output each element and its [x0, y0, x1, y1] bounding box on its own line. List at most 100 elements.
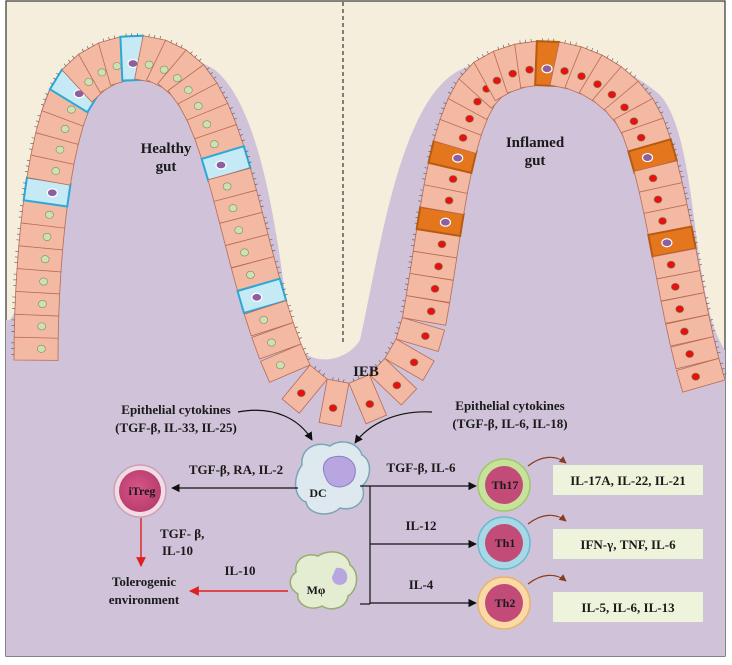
- cell-nucleus: [39, 277, 48, 286]
- healthy-cytokine-arrow: [237, 409, 313, 441]
- microvilli: [229, 107, 238, 120]
- cell-nucleus: [671, 282, 680, 291]
- microvilli: [219, 86, 228, 99]
- microvilli: [238, 128, 245, 142]
- microvilli: [418, 189, 424, 202]
- cell-nucleus: [421, 332, 430, 340]
- microvilli: [24, 159, 30, 173]
- outcome-line2: environment: [109, 592, 180, 607]
- microvilli: [714, 341, 721, 354]
- microvilli: [672, 143, 679, 156]
- microvilli: [16, 228, 21, 241]
- itreg-to-tol-label-1: TGF- β,: [160, 526, 204, 541]
- cell-nucleus: [234, 226, 244, 235]
- macrophage-label: Mφ: [307, 583, 326, 597]
- itreg-to-tol-label-2: IL-10: [162, 543, 193, 558]
- cell-nucleus: [653, 195, 663, 204]
- cell-nucleus: [251, 292, 263, 302]
- itreg-cell: iTreg: [113, 464, 167, 518]
- healthy-label-line1: Healthy: [141, 141, 192, 157]
- cell-nucleus: [577, 72, 586, 81]
- th2-cell: Th2: [477, 576, 531, 630]
- microvilli: [439, 102, 447, 115]
- cell-nucleus: [409, 358, 419, 367]
- microvilli: [18, 205, 24, 218]
- microvilli: [102, 35, 116, 42]
- microvilli: [625, 67, 637, 78]
- cell-nucleus: [246, 270, 255, 279]
- microvilli: [414, 211, 420, 224]
- cell-nucleus: [267, 338, 276, 347]
- epithelial-cell: [15, 268, 62, 295]
- microvilli: [586, 45, 599, 54]
- microvilli: [394, 321, 401, 334]
- microvilli: [404, 278, 410, 291]
- epithelial-cell: [348, 374, 388, 425]
- cell-nucleus: [40, 255, 50, 264]
- microvilli: [426, 145, 433, 158]
- microvilli: [460, 64, 471, 75]
- microvilli: [542, 38, 555, 42]
- cell-nucleus: [67, 105, 76, 114]
- cell-nucleus: [666, 260, 676, 269]
- epithelial-cell: [251, 321, 302, 360]
- epithelial-cell: [14, 290, 61, 317]
- to-th1-label: IL-12: [405, 518, 436, 533]
- microvilli: [281, 283, 288, 296]
- microvilli: [303, 347, 311, 361]
- cell-nucleus: [444, 196, 454, 205]
- th17-label: Th17: [492, 478, 519, 492]
- cell-nucleus: [228, 204, 238, 213]
- microvilli: [606, 55, 619, 64]
- cell-nucleus: [691, 372, 700, 381]
- inflamed-cytokines-title: Epithelial cytokines: [455, 398, 564, 413]
- microvilli: [11, 342, 15, 355]
- microvilli: [81, 43, 94, 52]
- microvilli: [683, 187, 689, 200]
- cell-nucleus: [38, 300, 47, 308]
- cell-nucleus: [458, 133, 468, 142]
- epithelial-cell: [676, 357, 726, 393]
- inflamed-cytokines-list: (TGF-β, IL-6, IL-18): [452, 416, 567, 431]
- th17-output-arrow: [527, 456, 567, 467]
- microvilli: [295, 326, 302, 339]
- microvilli: [678, 165, 684, 178]
- microvilli: [34, 115, 41, 128]
- cell-nucleus: [84, 78, 94, 86]
- cell-nucleus: [593, 80, 602, 89]
- microvilli: [665, 122, 672, 135]
- cell-nucleus: [37, 344, 46, 353]
- cell-nucleus: [296, 389, 306, 398]
- cell-nucleus: [259, 315, 268, 324]
- cell-nucleus: [392, 381, 402, 390]
- cell-nucleus: [172, 74, 182, 83]
- inflamed-label-line2: gut: [525, 153, 546, 169]
- cell-nucleus: [473, 97, 482, 106]
- microvilli: [63, 55, 75, 67]
- microvilli: [251, 172, 258, 185]
- microvilli: [407, 255, 413, 269]
- epithelial-cell: [260, 343, 311, 383]
- microvilli: [641, 83, 652, 95]
- microvilli: [13, 273, 17, 286]
- cell-nucleus: [328, 404, 338, 412]
- microvilli: [275, 261, 282, 274]
- microvilli: [564, 40, 577, 46]
- th1-cell: Th1: [477, 516, 531, 570]
- microvilli: [411, 233, 416, 246]
- microvilli: [21, 182, 27, 195]
- microvilli: [688, 209, 694, 222]
- th2-output-arrow: [527, 574, 567, 585]
- microvilli: [148, 33, 161, 40]
- cell-nucleus: [636, 133, 646, 142]
- cell-nucleus: [127, 58, 139, 69]
- cell-nucleus: [437, 240, 447, 249]
- microvilli: [655, 101, 664, 114]
- microvilli: [352, 373, 365, 382]
- inflamed-label-line1: Inflamed: [506, 135, 565, 151]
- to-th17-label: TGF-β, IL-6: [387, 460, 456, 475]
- to-th2-label: IL-4: [409, 577, 434, 592]
- cell-nucleus: [465, 114, 474, 123]
- epithelial-cell: [368, 357, 418, 406]
- epithelial-cell: [13, 313, 60, 339]
